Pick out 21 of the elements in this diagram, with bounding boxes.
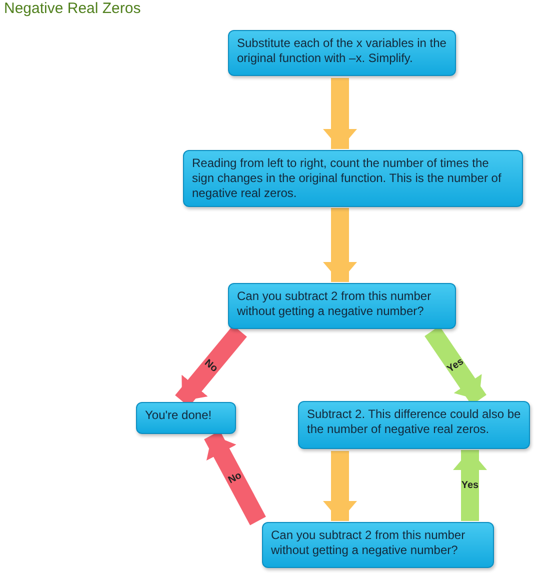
edge-label: Yes	[461, 480, 479, 492]
box-text: Can you subtract 2 from this number without getting a negative number?	[271, 528, 466, 558]
process-box	[228, 283, 456, 329]
box-text: Substitute each of the x variables in the original function with –x. Simplify.	[237, 36, 447, 66]
box-text: Subtract 2. This difference could also be the number of negative real zeros.	[307, 407, 521, 437]
block-arrow	[323, 208, 357, 282]
process-box	[136, 402, 236, 434]
process-box	[228, 30, 456, 76]
edge-label: No	[226, 470, 244, 486]
process-box	[183, 150, 523, 207]
edge-label: No	[202, 358, 220, 375]
edge-label: Yes	[445, 356, 466, 376]
process-box	[262, 522, 494, 568]
box-text: You're done!	[145, 408, 213, 423]
block-arrow	[323, 451, 357, 521]
process-box	[298, 401, 530, 449]
title: Negative Real Zeros	[4, 0, 141, 17]
box-text: Reading from left to right, count the number of times the sign changes in the original function. This is the number of negative real zeros.	[192, 156, 502, 201]
block-arrow	[453, 450, 487, 521]
box-text: Can you subtract 2 from this number without getting a negative number?	[237, 289, 432, 319]
block-arrow	[323, 78, 357, 149]
